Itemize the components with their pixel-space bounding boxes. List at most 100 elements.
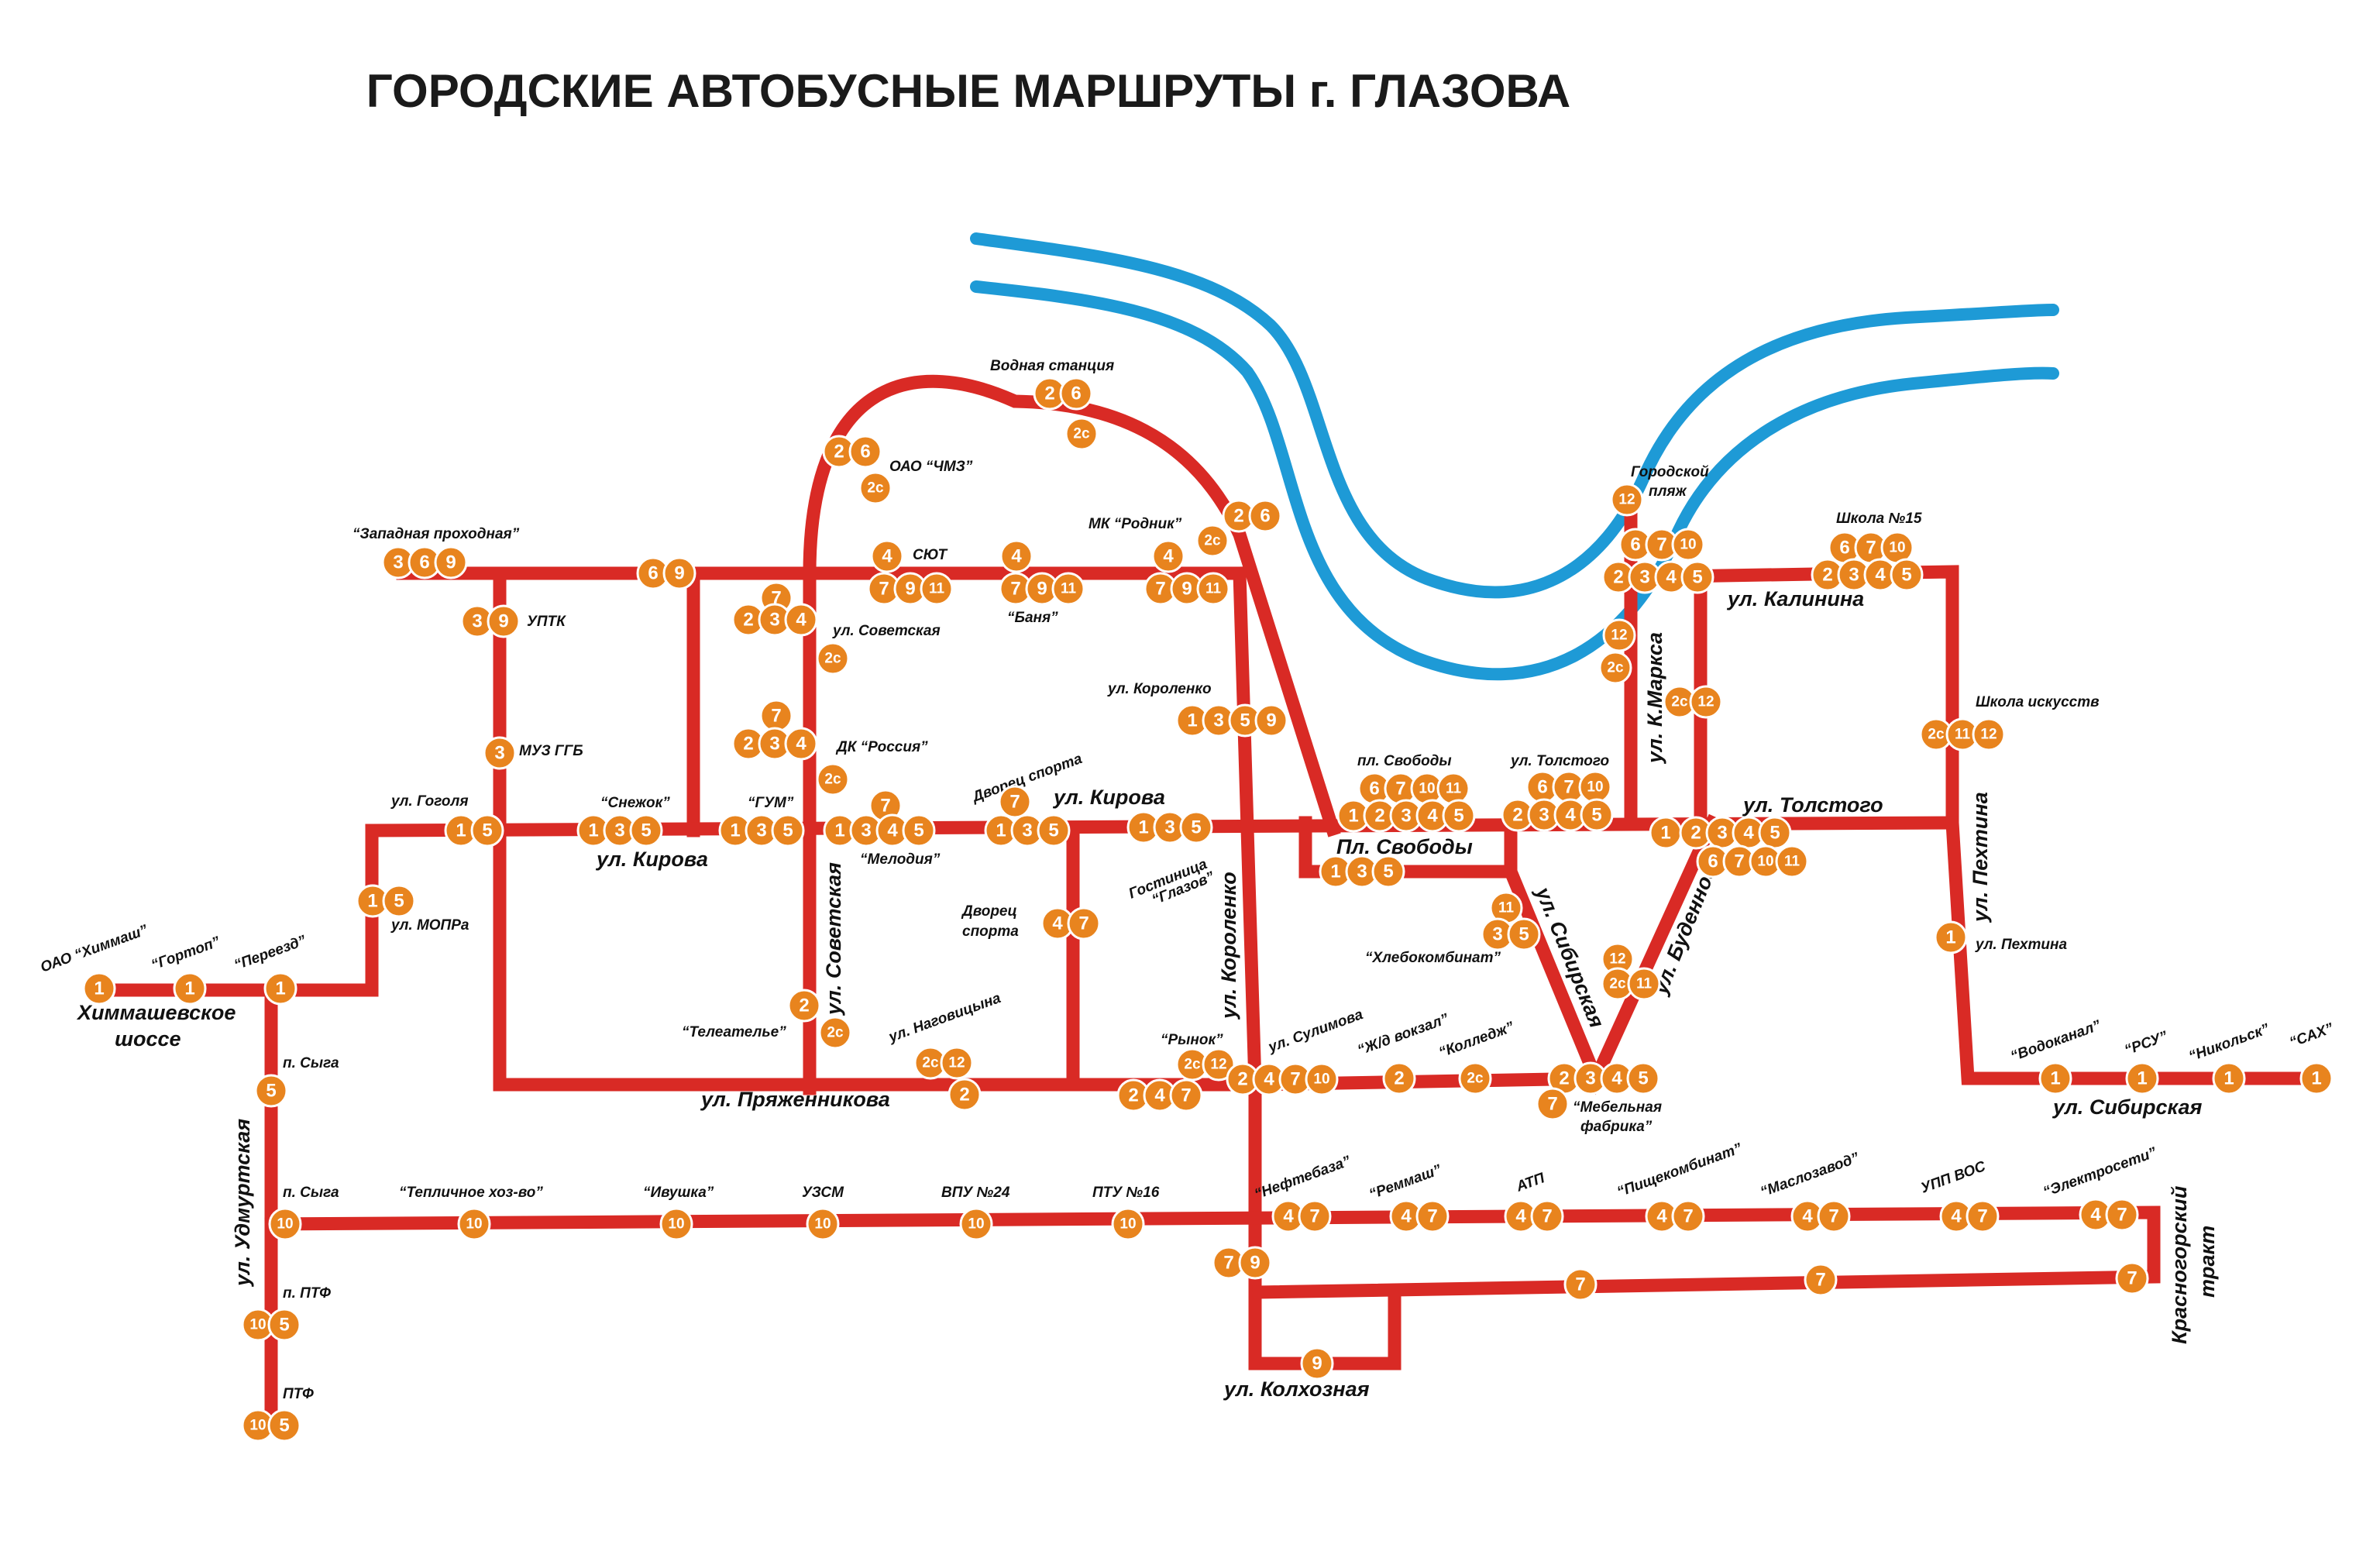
- river-south-bank: [970, 280, 2059, 681]
- route-badge-circle: [1671, 1199, 1705, 1233]
- route-badge-circle: [1671, 528, 1705, 562]
- route-number: 4: [1427, 806, 1438, 827]
- route-badge-circle: [1238, 1246, 1272, 1280]
- route-badge-group: 12: [1610, 483, 1644, 517]
- stop-label: “Маслозавод”: [1759, 1150, 1862, 1201]
- stop-label: “Ж/д вокзал”: [1356, 1011, 1452, 1059]
- route-badge-circle: [1415, 1199, 1450, 1233]
- route-badge-group: 12: [1602, 618, 1636, 652]
- stop-label: УЗСМ: [802, 1185, 844, 1201]
- route-badge-group: 1: [263, 972, 298, 1006]
- route-badge-group: 2: [787, 989, 821, 1023]
- route-badge-group: 2с: [1598, 651, 1632, 685]
- route-number: 7: [879, 579, 889, 600]
- stop-label: “Пищекомбинат”: [1615, 1140, 1745, 1201]
- route-number: 10: [1889, 540, 1905, 556]
- route-number: 7: [771, 706, 781, 727]
- route-number: 7: [1309, 1206, 1319, 1227]
- stop-label: ОАО “Химмаш”: [39, 922, 151, 976]
- route-number: 3: [393, 552, 403, 573]
- route-number: 12: [948, 1055, 965, 1071]
- route-number: 2: [1233, 506, 1243, 527]
- route-number: 7: [1155, 579, 1165, 600]
- route-number: 5: [266, 1081, 276, 1102]
- route-number: 2с: [1073, 426, 1090, 442]
- street-label: ул. Короленко: [1217, 872, 1240, 1020]
- route-badge-circle: [1890, 558, 1924, 592]
- route-badge-circle: [1610, 483, 1644, 517]
- route-badge-group: 1: [2125, 1061, 2159, 1095]
- route-badge-circle: [629, 813, 663, 848]
- route-badge-circle: [999, 539, 1034, 573]
- route-badge-circle: [948, 1078, 982, 1112]
- stop-label: “Переезд”: [232, 933, 309, 974]
- route-number: 5: [641, 820, 651, 841]
- route-number: 2: [743, 734, 753, 755]
- route-badge-circle: [959, 1207, 993, 1241]
- route-number: 11: [1955, 727, 1971, 743]
- route-number: 11: [1636, 976, 1653, 992]
- stop-label: спорта: [962, 923, 1019, 940]
- route-badge-circle: [2125, 1061, 2159, 1095]
- stop-label: МК “Родник”: [1089, 516, 1182, 532]
- route-number: 9: [445, 552, 456, 573]
- route-badge-group: 10: [1111, 1207, 1145, 1241]
- route-badge-group: 4: [870, 539, 904, 573]
- route-badge-group: 1: [82, 972, 116, 1006]
- route-badge-circle: [1151, 539, 1185, 573]
- route-badge-circle: [1966, 1199, 2000, 1233]
- route-number: 3: [1357, 861, 1367, 882]
- route-number: 2с: [1184, 1057, 1201, 1073]
- street-label: Пл. Свободы: [1336, 835, 1473, 858]
- route-badge-group: 2: [1382, 1061, 1416, 1095]
- route-badge-circle: [1458, 1061, 1492, 1095]
- route-badge-group: 7: [1536, 1087, 1570, 1121]
- route-number: 5: [1692, 567, 1702, 588]
- route-number: 3: [472, 611, 482, 632]
- route-number: 4: [887, 820, 898, 841]
- route-number: 10: [1587, 779, 1603, 796]
- route-badge-circle: [2105, 1198, 2139, 1232]
- stop-label: “Водоканал”: [2009, 1017, 2103, 1065]
- route-badge-circle: [1298, 1199, 1332, 1233]
- route-number: 2: [1822, 565, 1832, 586]
- route-badge-circle: [870, 539, 904, 573]
- route-number: 3: [614, 820, 624, 841]
- route-badge-circle: [816, 641, 850, 676]
- route-number: 3: [494, 743, 504, 764]
- stop-label: ПТФ: [283, 1386, 314, 1402]
- route-number: 2с: [827, 1025, 844, 1041]
- route-number: 11: [1446, 781, 1462, 797]
- stop-label: ул. Короленко: [1107, 681, 1212, 697]
- route-badge-circle: [1196, 572, 1230, 606]
- route-number: 2с: [922, 1055, 939, 1071]
- route-number: 3: [1717, 823, 1727, 844]
- stop-label: пл. Свободы: [1357, 753, 1452, 769]
- stop-label: МУЗ ГГБ: [519, 743, 583, 759]
- route-badge-group: 5: [254, 1074, 288, 1108]
- route-badge-circle: [2212, 1061, 2246, 1095]
- route-number: 2: [743, 610, 753, 631]
- route-badge-circle: [771, 813, 805, 848]
- route-number: 5: [279, 1415, 289, 1436]
- route-number: 1: [588, 820, 598, 841]
- route-badge-group: 7: [2115, 1261, 2149, 1295]
- route-number: 6: [1537, 777, 1547, 798]
- route-number: 10: [1757, 854, 1773, 870]
- route-number: 4: [1163, 546, 1174, 567]
- route-number: 10: [1419, 781, 1435, 797]
- stop-label: Дворец: [961, 903, 1017, 920]
- route-number: 7: [1395, 779, 1405, 800]
- route-badge-group: 1: [1934, 920, 1968, 954]
